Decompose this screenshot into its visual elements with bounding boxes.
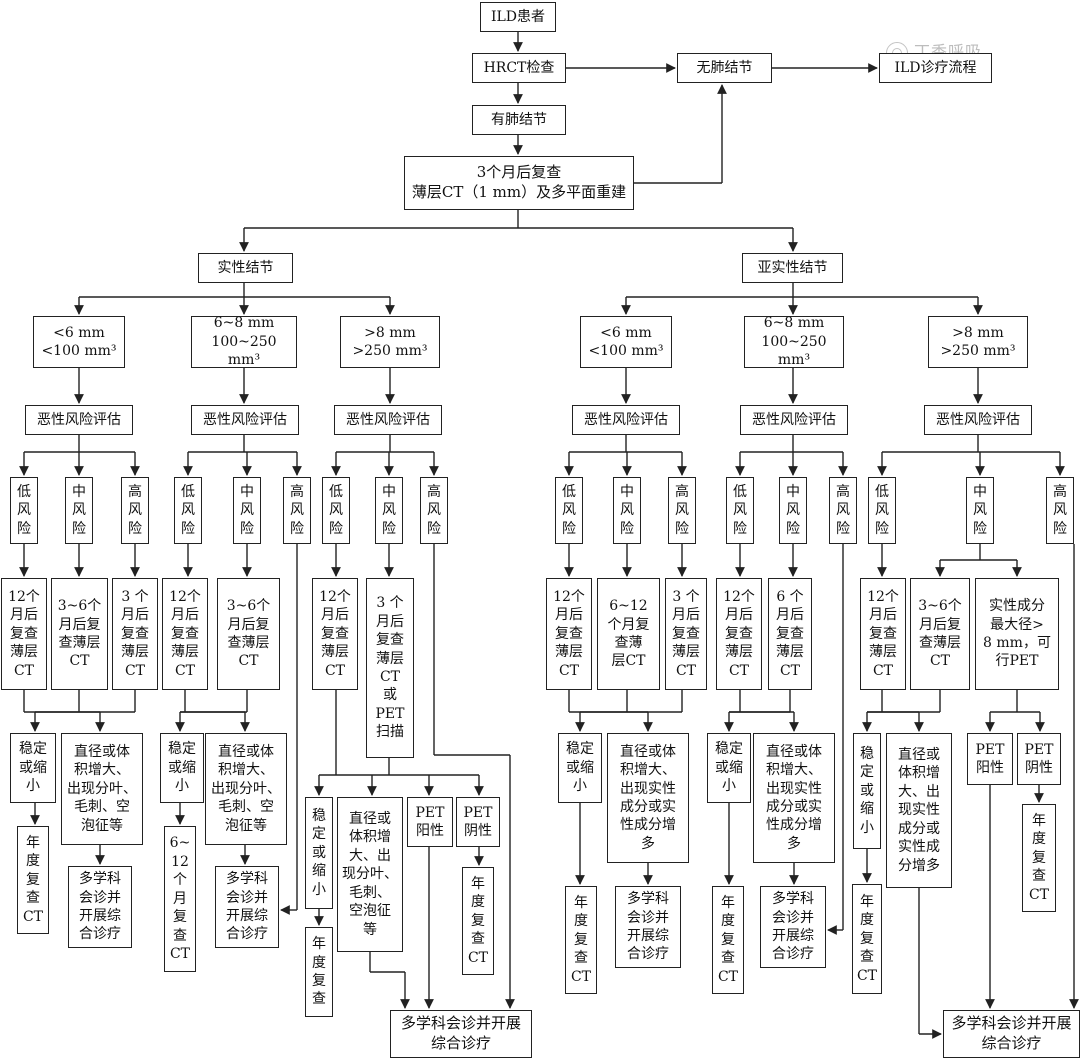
- node-s2-mdt: 多学科 会诊并 开展综 合诊疗: [215, 866, 279, 948]
- node-u-size-large: >8 mm >250 mm³: [928, 316, 1028, 368]
- node-u2-annual: 年 度 复 查 CT: [712, 886, 744, 994]
- node-u2-mdt: 多学科 会诊并 开展综 合诊疗: [760, 886, 826, 968]
- node-u3-pet-negative-annual: 年 度 复 查 CT: [1022, 804, 1056, 912]
- node-s3-pet-positive: PET 阳性: [407, 797, 453, 847]
- node-solid-final-mdt: 多学科会诊并开展 综合诊疗: [390, 1010, 532, 1058]
- node-u3-high: 高 风 险: [1046, 477, 1074, 544]
- node-u3-pet-negative: PET 阴性: [1017, 733, 1061, 785]
- node-u2-low-action: 12个 月后 复查 薄层 CT: [716, 578, 762, 690]
- node-no-nodule: 无肺结节: [677, 53, 772, 83]
- node-recheck-3m: 3个月后复查 薄层CT（1 mm）及多平面重建: [404, 156, 634, 210]
- node-hrct: HRCT检查: [472, 53, 566, 83]
- node-s2-low-action: 12个 月后 复查 薄层 CT: [162, 578, 208, 690]
- node-s1-low-action: 12个 月后 复查 薄层 CT: [1, 578, 47, 690]
- node-s1-mdt: 多学科 会诊并 开展综 合诊疗: [68, 866, 132, 948]
- node-subsolid-final-mdt: 多学科会诊并开展 综合诊疗: [943, 1010, 1080, 1058]
- node-u1-low: 低 风 险: [555, 477, 583, 544]
- node-s3-stable: 稳 定 或 缩 小: [305, 797, 333, 909]
- node-u2-stable: 稳定 或缩 小: [707, 733, 751, 803]
- node-s3-grow: 直径或 体积增 大、出 现分叶、 毛刺、 空泡征 等: [337, 797, 403, 952]
- node-u-size-small: <6 mm <100 mm³: [580, 316, 672, 368]
- node-s2-recheck: 6~ 12 个 月 复 查 CT: [164, 826, 196, 972]
- node-s-eval-small: 恶性风险评估: [25, 405, 133, 435]
- node-s1-high-action: 3 个 月后 复查 薄层 CT: [112, 578, 158, 690]
- node-u1-grow: 直径或体 积增大、 出现实性 成分或实 性成分增 多: [607, 733, 689, 863]
- node-u3-stable: 稳 定 或 缩 小: [853, 733, 881, 849]
- node-s-size-small: <6 mm <100 mm³: [33, 316, 125, 368]
- node-ild-patient: ILD患者: [480, 2, 556, 32]
- node-s2-low: 低 风 险: [174, 477, 202, 544]
- node-s3-mid: 中 风 险: [375, 477, 403, 544]
- node-u-eval-small: 恶性风险评估: [572, 405, 680, 435]
- node-u1-high-action: 3 个 月后 复查 薄层 CT: [665, 578, 707, 690]
- node-u3-grow: 直径或 体积增 大、出 现实性 成分或 实性成 分增多: [886, 733, 952, 888]
- node-u1-mid: 中 风 险: [613, 477, 641, 544]
- node-u2-mid: 中 风 险: [779, 477, 807, 544]
- node-s2-mid-action: 3~6个 月后复 查薄层 CT: [217, 578, 280, 690]
- node-u2-low: 低 风 险: [726, 477, 754, 544]
- node-s2-mid: 中 风 险: [233, 477, 261, 544]
- node-u3-mid-solid-component: 实性成分 最大径> 8 mm，可 行PET: [975, 578, 1059, 690]
- node-u3-low-action: 12个 月后 复查 薄层 CT: [860, 578, 906, 690]
- node-u3-pet-positive: PET 阳性: [967, 733, 1013, 785]
- node-s1-mid: 中 风 险: [65, 477, 93, 544]
- node-u3-annual: 年 度 复 查 CT: [852, 884, 882, 994]
- node-subsolid: 亚实性结节: [742, 253, 843, 283]
- node-s1-annual: 年 度 复 查 CT: [17, 826, 49, 934]
- node-s1-high: 高 风 险: [121, 477, 149, 544]
- node-u3-mid-action: 3~6个 月后复 查薄层 CT: [910, 578, 970, 690]
- node-s-size-large: >8 mm >250 mm³: [340, 316, 440, 368]
- node-u3-mid: 中 风 险: [966, 477, 994, 544]
- node-u-eval-large: 恶性风险评估: [924, 405, 1032, 435]
- node-ild-flow: ILD诊疗流程: [879, 53, 992, 83]
- node-u1-mdt: 多学科 会诊并 开展综 合诊疗: [615, 886, 681, 968]
- node-s-size-mid: 6~8 mm 100~250 mm³: [191, 315, 297, 368]
- node-s2-grow: 直径或体 积增大、 出现分叶、 毛刺、空 泡征等: [205, 733, 287, 845]
- node-u-eval-mid: 恶性风险评估: [740, 405, 848, 435]
- node-u2-high: 高 风 险: [829, 477, 857, 544]
- node-u1-annual: 年 度 复 查 CT: [565, 886, 597, 994]
- node-u-size-mid: 6~8 mm 100~250 mm³: [744, 315, 844, 368]
- node-s1-stable: 稳定 或缩 小: [10, 733, 56, 803]
- node-u2-mid-action: 6 个 月后 复查 薄层 CT: [768, 578, 812, 690]
- node-s3-high: 高 风 险: [420, 477, 448, 544]
- node-s3-low: 低 风 险: [322, 477, 350, 544]
- node-s1-low: 低 风 险: [10, 477, 38, 544]
- node-s2-high: 高 风 险: [283, 477, 311, 544]
- node-has-nodule: 有肺结节: [472, 105, 566, 135]
- node-u1-low-action: 12个 月后 复查 薄层 CT: [546, 578, 592, 690]
- node-s3-mid-action: 3 个 月后 复查 薄层 CT 或 PET 扫描: [366, 578, 414, 758]
- node-s-eval-large: 恶性风险评估: [334, 405, 442, 435]
- node-s3-pet-negative-annual: 年 度 复 查 CT: [462, 867, 494, 975]
- node-u3-low: 低 风 险: [868, 477, 896, 544]
- node-solid: 实性结节: [198, 253, 293, 283]
- node-u2-grow: 直径或体 积增大、 出现实性 成分或实 性成分增 多: [753, 733, 835, 863]
- node-s3-pet-negative: PET 阴性: [456, 797, 500, 847]
- node-u1-mid-action: 6~12 个月复 查薄 层CT: [597, 578, 660, 690]
- node-s3-low-action: 12个 月后 复查 薄层 CT: [312, 578, 358, 690]
- node-s2-stable: 稳定 或缩 小: [160, 733, 204, 803]
- node-u1-high: 高 风 险: [668, 477, 696, 544]
- node-u1-stable: 稳定 或缩 小: [558, 733, 602, 803]
- node-s3-annual: 年 度 复 查: [305, 927, 333, 1017]
- node-s-eval-mid: 恶性风险评估: [191, 405, 299, 435]
- node-s1-grow: 直径或体 积增大、 出现分叶、 毛刺、空 泡征等: [61, 733, 143, 845]
- node-s1-mid-action: 3~6个 月后复 查薄层 CT: [51, 578, 108, 690]
